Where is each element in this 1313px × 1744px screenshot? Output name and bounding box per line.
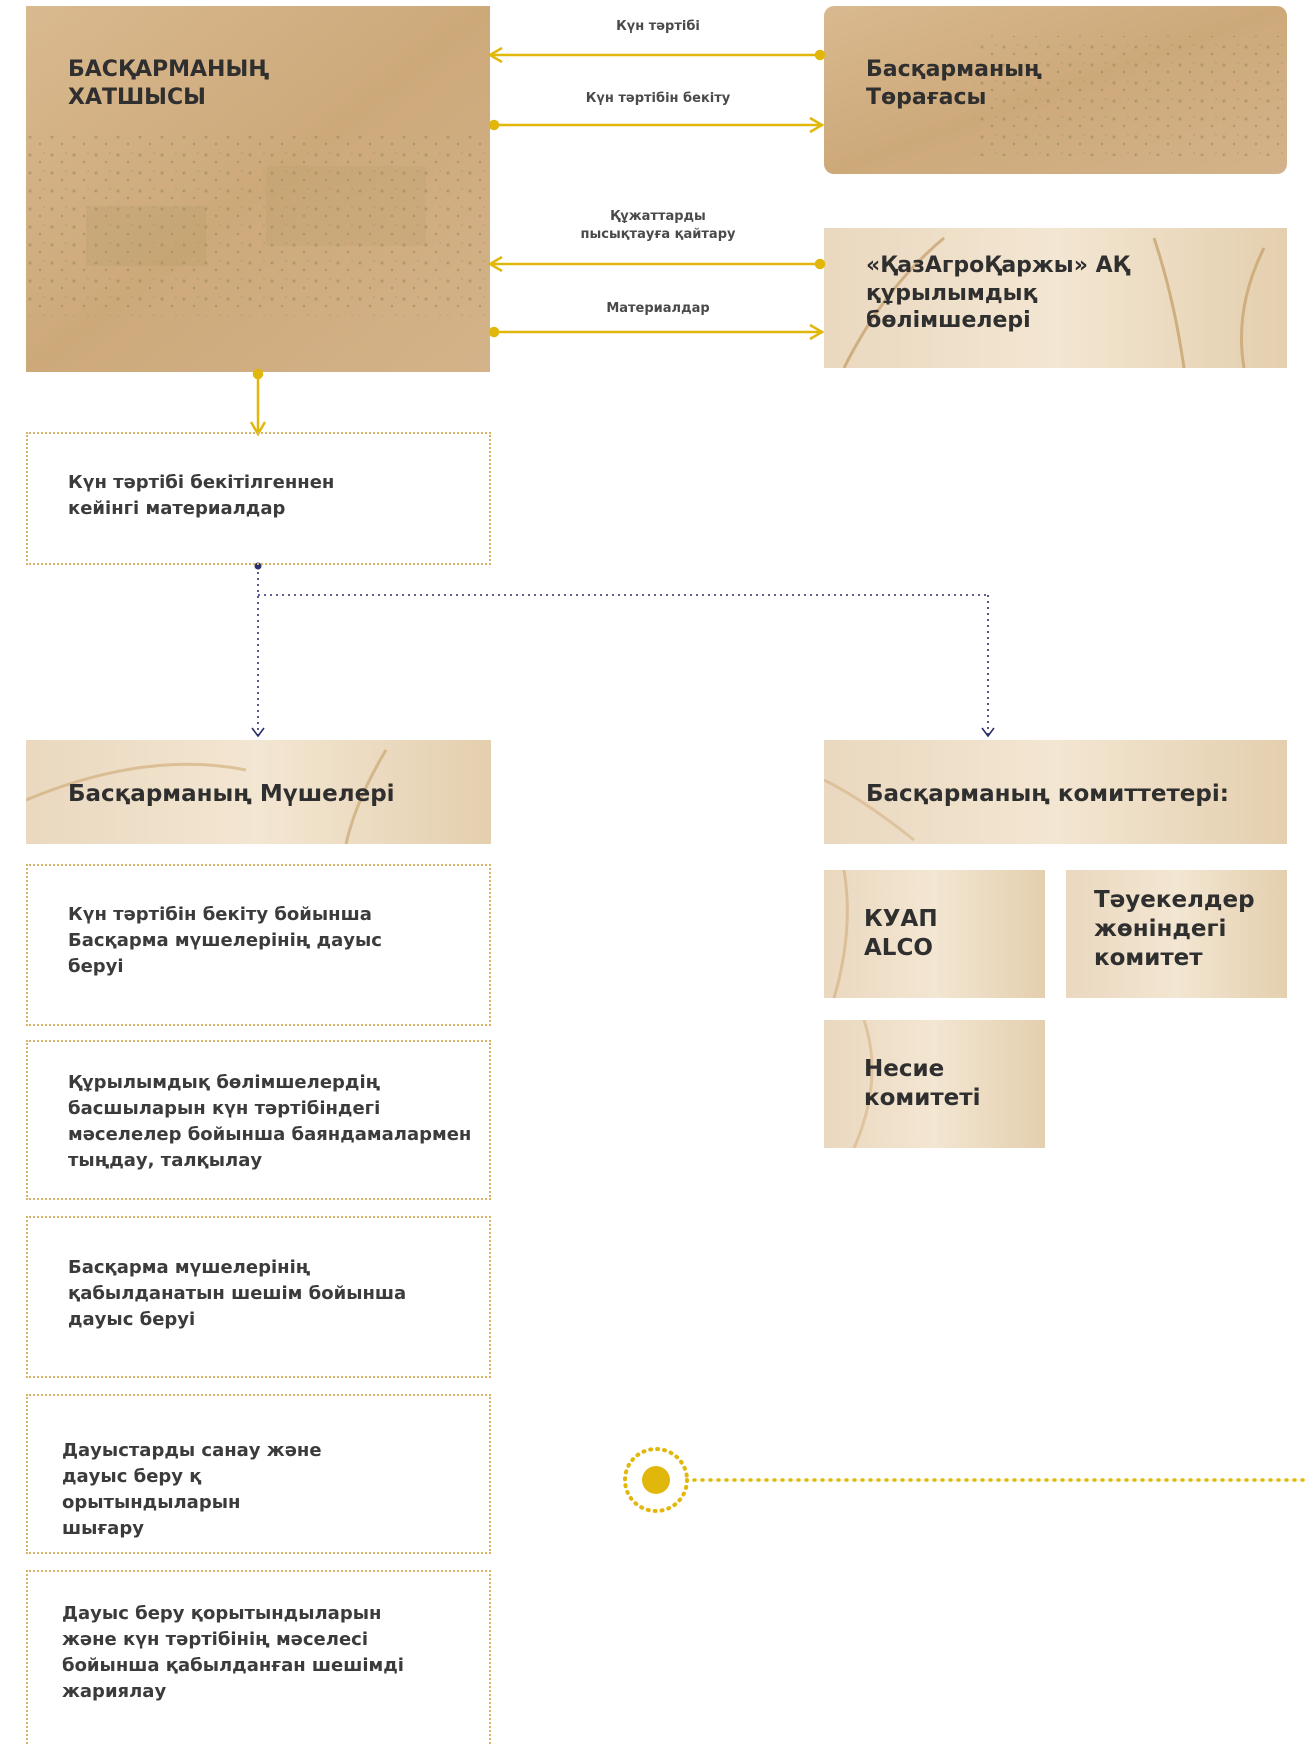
- step-box: [26, 1216, 491, 1378]
- step-text: Құрылымдық бөлімшелердің басшыларын күн …: [68, 1072, 472, 1172]
- deco-dot: [642, 1466, 670, 1494]
- step-text: Күн тәртібін бекіту бойынша Басқарма мүш…: [68, 904, 382, 978]
- wheat-image: [824, 740, 1287, 844]
- arrow-materials-dot: [488, 326, 500, 338]
- members-title: Басқарманың Мүшелері: [68, 781, 395, 807]
- deco-ring: [623, 1447, 689, 1513]
- materials-after-text: Күн тәртібі бекітілгеннен кейінгі матери…: [68, 472, 335, 520]
- committee-alco-tile: [824, 870, 1045, 998]
- committee-risk-title: Тәуекелдер жөніндегі комитет: [1094, 887, 1255, 971]
- committees-header: [824, 740, 1287, 844]
- committee-alco-text: КУАП ALCO: [864, 906, 938, 961]
- chairman-title: Басқарманың Төрағасы: [866, 57, 1042, 110]
- arrow-return-head: [487, 255, 503, 273]
- secretary-box: [26, 6, 490, 372]
- branch-left-head: [251, 727, 265, 738]
- wheat-image: [26, 740, 491, 844]
- arrow-agenda-dot: [814, 49, 826, 61]
- sand-texture-image: [824, 6, 1287, 174]
- arrow-agenda-head: [487, 46, 503, 64]
- wheat-image: [824, 870, 1045, 998]
- arrow-label-approve-agenda: Күн тәртібін бекіту: [585, 91, 731, 106]
- committee-alco-title: КУАП ALCO: [864, 905, 984, 963]
- branch-right-head: [981, 727, 995, 738]
- wheat-image: [824, 1020, 1045, 1148]
- arrow-approve-dot: [488, 119, 500, 131]
- step-text: Басқарма мүшелерінің қабылданатын шешім …: [68, 1257, 407, 1331]
- committee-credit-title: Несие комитеті: [864, 1056, 981, 1111]
- step-text: Дауыс беру қорытындыларын және күн тәрті…: [62, 1603, 404, 1703]
- committee-risk-tile: [1066, 870, 1287, 998]
- step-box: [26, 1040, 491, 1200]
- wheat-image: [824, 228, 1287, 368]
- subdivisions-box: [824, 228, 1287, 368]
- subdivisions-title: «ҚазАгроҚаржы» АҚ құрылымдық бөлімшелері: [866, 253, 1130, 333]
- committee-credit-tile: [824, 1020, 1045, 1148]
- arrow-label-return-docs-text: Құжаттарды пысықтауға қайтару: [580, 209, 736, 242]
- members-header: [26, 740, 491, 844]
- arrow-materials-head: [809, 323, 825, 341]
- arrow-label-agenda: Күн тәртібі: [616, 19, 700, 34]
- sand-texture-image: [26, 6, 490, 372]
- chairman-box: [824, 6, 1287, 174]
- arrow-approve-head: [809, 116, 825, 134]
- arrow-label-return-docs: Құжаттарды пысықтауға қайтару: [548, 208, 768, 243]
- materials-after-box: [26, 432, 491, 565]
- step-box: [26, 1394, 491, 1554]
- step-text: Дауыстарды санау және дауыс беру қ орыты…: [62, 1440, 322, 1540]
- committees-title: Басқарманың комиттетері:: [866, 781, 1229, 807]
- step-box: [26, 864, 491, 1026]
- arrow-return-dot: [814, 258, 826, 270]
- step-box: [26, 1570, 491, 1744]
- wheat-image: [1066, 870, 1287, 998]
- secretary-title: БАСҚАРМАНЫҢ ХАТШЫСЫ: [68, 57, 270, 110]
- arrow-label-materials: Материалдар: [606, 301, 710, 316]
